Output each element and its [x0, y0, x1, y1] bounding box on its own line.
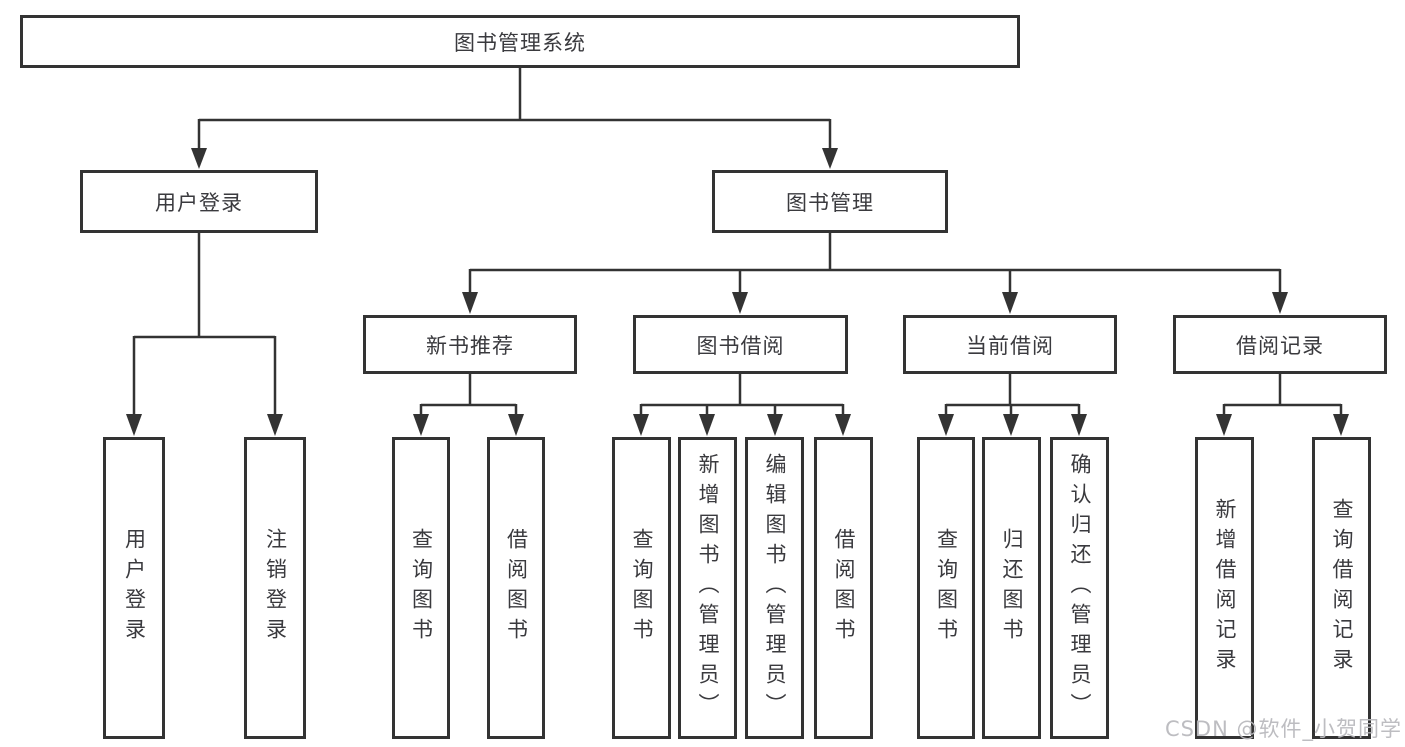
node-new-book-recommend-label: 新书推荐: [426, 333, 514, 358]
leaf-borrow-books-recommend-label: 借阅图书: [504, 528, 529, 648]
node-book-management-label: 图书管理: [786, 190, 874, 215]
connector-new-books-to-leaves: [413, 374, 524, 436]
node-current-borrow: 当前借阅: [903, 315, 1117, 374]
leaf-borrow-books-label: 借阅图书: [832, 528, 857, 648]
leaf-borrow-books-recommend: 借阅图书: [487, 437, 545, 739]
node-new-book-recommend: 新书推荐: [363, 315, 577, 374]
node-root-label: 图书管理系统: [454, 30, 586, 55]
leaf-query-books-current: 查询图书: [917, 437, 975, 739]
node-user-login-label: 用户登录: [155, 190, 243, 215]
connector-user-login-to-leaves: [126, 233, 283, 436]
connector-current-borrow-to-leaves: [938, 374, 1087, 436]
node-borrow-records-label: 借阅记录: [1236, 333, 1324, 358]
leaf-user-login: 用户登录: [103, 437, 165, 739]
leaf-logout: 注销登录: [244, 437, 306, 739]
connector-book-management-to-level3: [462, 233, 1288, 314]
connector-borrow-records-to-leaves: [1216, 374, 1349, 436]
leaf-add-borrow-record: 新增借阅记录: [1195, 437, 1254, 739]
node-borrow-records: 借阅记录: [1173, 315, 1387, 374]
leaf-query-books-borrow: 查询图书: [612, 437, 671, 739]
connector-book-borrow-to-leaves: [633, 374, 851, 436]
leaf-logout-label: 注销登录: [263, 528, 288, 648]
leaf-confirm-return-admin: 确认归还（管理员）: [1050, 437, 1109, 739]
leaf-user-login-label: 用户登录: [122, 528, 147, 648]
leaf-confirm-return-admin-label: 确认归还（管理员）: [1068, 453, 1093, 723]
leaf-return-books: 归还图书: [982, 437, 1041, 739]
node-user-login: 用户登录: [80, 170, 318, 233]
leaf-edit-books-admin-label: 编辑图书（管理员）: [763, 453, 788, 723]
node-book-borrow-label: 图书借阅: [696, 333, 785, 358]
leaf-edit-books-admin: 编辑图书（管理员）: [745, 437, 804, 739]
connector-root-to-level2: [191, 68, 838, 169]
leaf-add-borrow-record-label: 新增借阅记录: [1213, 498, 1238, 678]
node-root: 图书管理系统: [20, 15, 1020, 68]
leaf-query-borrow-record-label: 查询借阅记录: [1330, 498, 1355, 678]
leaf-return-books-label: 归还图书: [1000, 528, 1025, 648]
node-current-borrow-label: 当前借阅: [966, 333, 1054, 358]
node-book-management: 图书管理: [712, 170, 948, 233]
node-book-borrow: 图书借阅: [633, 315, 848, 374]
leaf-add-books-admin-label: 新增图书（管理员）: [696, 453, 721, 723]
leaf-query-books-borrow-label: 查询图书: [630, 528, 655, 648]
leaf-query-books-recommend-label: 查询图书: [409, 528, 434, 648]
watermark: CSDN @软件_小贺同学: [1164, 717, 1402, 741]
leaf-query-borrow-record: 查询借阅记录: [1312, 437, 1371, 739]
leaf-borrow-books: 借阅图书: [814, 437, 873, 739]
leaf-add-books-admin: 新增图书（管理员）: [678, 437, 737, 739]
leaf-query-books-recommend: 查询图书: [392, 437, 450, 739]
leaf-query-books-current-label: 查询图书: [934, 528, 959, 648]
